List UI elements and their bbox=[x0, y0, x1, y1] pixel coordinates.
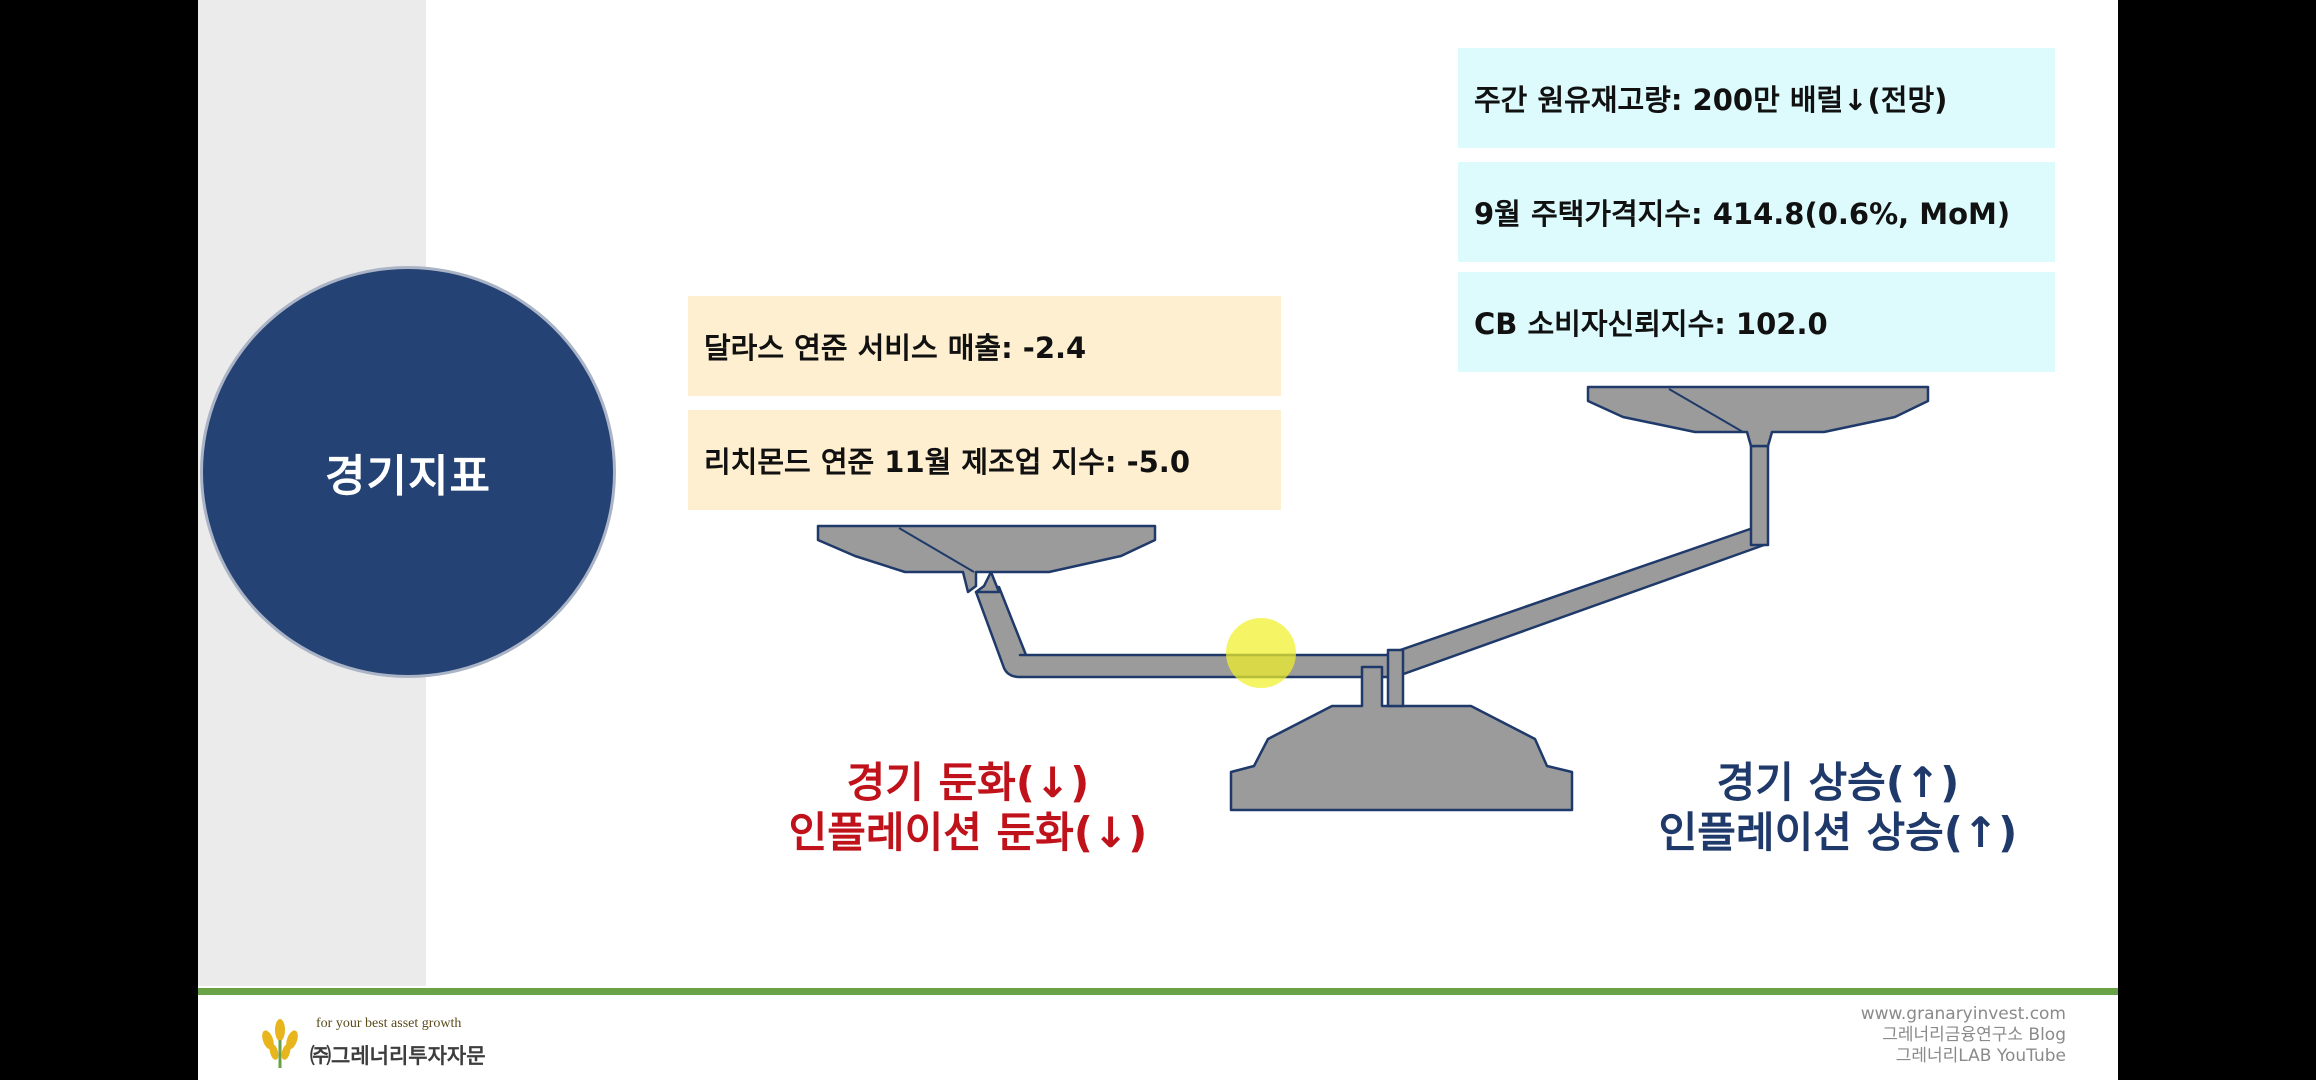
left-indicator-text-2: 리치몬드 연준 11월 제조업 지수: -5.0 bbox=[704, 445, 1191, 479]
right-indicator-text-1: 주간 원유재고량: 200만 배럴↓(전망) bbox=[1474, 83, 1948, 117]
logo-tagline: for your best asset growth bbox=[316, 1016, 462, 1031]
blog-link[interactable]: 그레너리금융연구소 Blog bbox=[1882, 1025, 2066, 1045]
scale-base bbox=[1229, 665, 1574, 812]
circle-title: 경기지표 bbox=[325, 451, 491, 502]
website-link[interactable]: www.granaryinvest.com bbox=[1860, 1004, 2066, 1024]
left-indicator-box-1: 달라스 연준 서비스 매출: -2.4 bbox=[688, 296, 1281, 396]
right-pan-post bbox=[1749, 444, 1770, 547]
indicator-circle: 경기지표 bbox=[200, 266, 616, 678]
decline-caption-line2: 인플레이션 둔화(↓) bbox=[788, 808, 1148, 857]
scale-center-post bbox=[1386, 648, 1405, 708]
footer-divider bbox=[198, 988, 2118, 995]
youtube-link[interactable]: 그레너리LAB YouTube bbox=[1895, 1046, 2066, 1066]
right-indicator-box-3: CB 소비자신뢰지수: 102.0 bbox=[1458, 272, 2055, 372]
left-indicator-text-1: 달라스 연준 서비스 매출: -2.4 bbox=[704, 331, 1087, 365]
presentation-slide: 경기지표 달라스 연준 서비스 매출: -2.4 리치몬드 연준 11월 제조업… bbox=[198, 0, 2118, 1080]
rise-caption-line2: 인플레이션 상승(↑) bbox=[1658, 808, 2018, 857]
left-pan bbox=[816, 524, 1157, 594]
right-indicator-text-2: 9월 주택가격지수: 414.8(0.6%, MoM) bbox=[1474, 197, 2011, 231]
rise-caption: 경기 상승(↑) 인플레이션 상승(↑) bbox=[1628, 758, 2048, 858]
pointer-highlight bbox=[1226, 618, 1296, 688]
balance-scale-graphic bbox=[816, 385, 1930, 812]
decline-caption-line1: 경기 둔화(↓) bbox=[846, 758, 1090, 807]
right-indicator-text-3: CB 소비자신뢰지수: 102.0 bbox=[1474, 307, 1828, 341]
right-pan bbox=[1586, 385, 1930, 448]
scale-beam bbox=[974, 526, 1766, 679]
logo-company-name: ㈜그레너리투자자문 bbox=[310, 1044, 486, 1068]
right-indicator-box-2: 9월 주택가격지수: 414.8(0.6%, MoM) bbox=[1458, 162, 2055, 262]
rise-caption-line1: 경기 상승(↑) bbox=[1716, 758, 1960, 807]
company-logo: for your best asset growth ㈜그레너리투자자문 bbox=[254, 1010, 486, 1070]
decline-caption: 경기 둔화(↓) 인플레이션 둔화(↓) bbox=[758, 758, 1178, 858]
right-indicator-box-1: 주간 원유재고량: 200만 배럴↓(전망) bbox=[1458, 48, 2055, 148]
footer-credits: www.granaryinvest.com 그레너리금융연구소 Blog 그레너… bbox=[1861, 1004, 2066, 1067]
left-indicator-box-2: 리치몬드 연준 11월 제조업 지수: -5.0 bbox=[688, 410, 1281, 510]
wheat-logo-icon bbox=[262, 1019, 298, 1068]
